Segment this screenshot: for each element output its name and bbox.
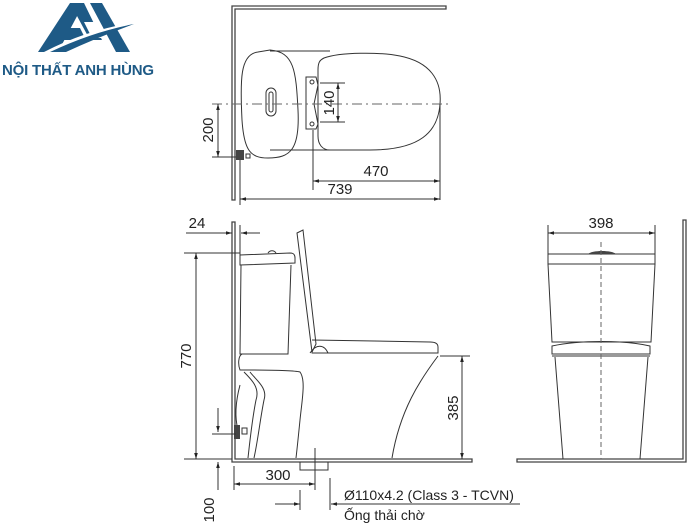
flush-button	[265, 87, 277, 117]
brand-name: NỘI THẤT ANH HÙNG	[2, 62, 154, 79]
seat	[311, 339, 439, 354]
aa-monogram-logo-icon	[38, 3, 140, 52]
dim-739: 739	[327, 181, 352, 198]
pipe-label: Ống thải chờ	[344, 506, 425, 523]
dim-140: 140	[321, 90, 338, 115]
top-view: 200 140 470 739	[200, 5, 450, 205]
front-seat	[551, 341, 651, 355]
bowl-front	[391, 355, 439, 459]
tank-lid	[239, 252, 296, 266]
front-bowl	[554, 356, 649, 460]
tank-outline	[240, 49, 299, 159]
bowl-inner	[238, 353, 304, 459]
dim-100: 100	[201, 497, 218, 522]
dim-385: 385	[445, 395, 462, 420]
front-view: 398	[516, 215, 687, 463]
dim-398: 398	[588, 215, 613, 232]
dim-200: 200	[200, 117, 217, 142]
hinge-plate	[305, 76, 319, 130]
seat-lid-raised	[296, 229, 317, 354]
brand-logo: NỘI THẤT ANH HÙNG	[0, 0, 200, 90]
dim-470: 470	[363, 163, 388, 180]
pipe-spec: Ø110x4.2 (Class 3 - TCVN)	[344, 487, 514, 503]
dim-24: 24	[189, 215, 206, 232]
tank-body	[239, 264, 292, 355]
dim-770: 770	[178, 343, 195, 368]
side-view: 24 770 385 30	[178, 215, 520, 523]
seat-outline	[317, 52, 441, 151]
dim-300: 300	[265, 467, 290, 484]
